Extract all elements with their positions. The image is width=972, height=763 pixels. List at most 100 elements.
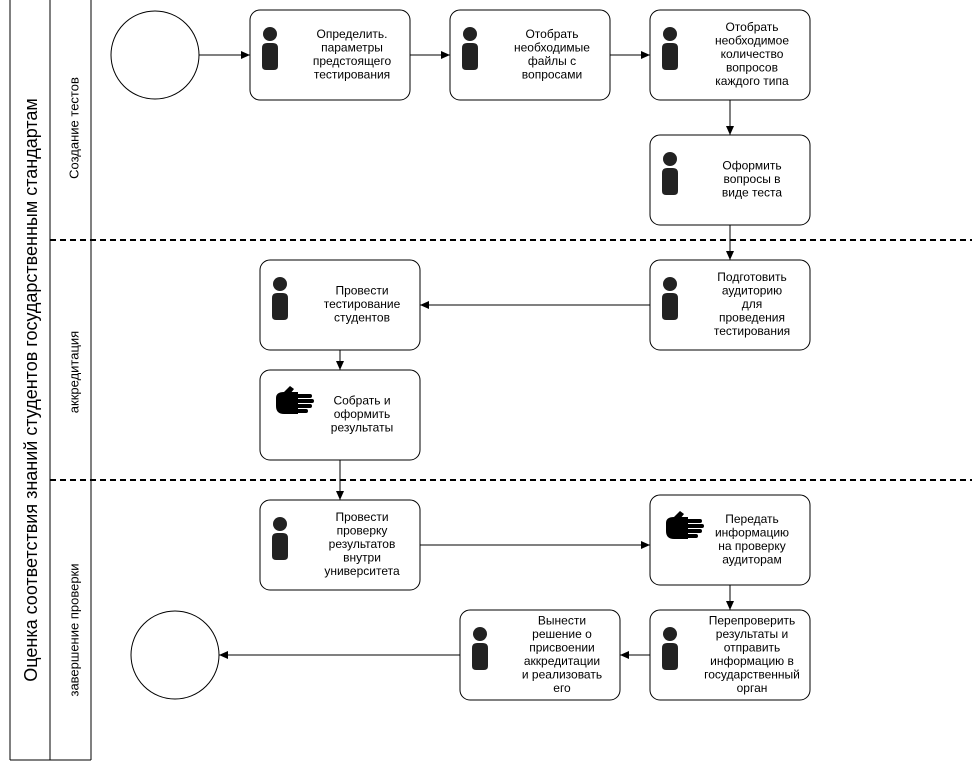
- task-label-line: на проверку: [718, 539, 785, 553]
- task-label-line: тестирования: [714, 324, 790, 338]
- sequence-flows: [199, 51, 734, 659]
- events: [110, 10, 220, 700]
- task-label-line: Вынести: [538, 613, 586, 627]
- task-label-line: необходимые: [514, 40, 590, 54]
- lane-title-accreditation: аккредитация: [66, 331, 81, 413]
- task-box[interactable]: [259, 369, 421, 461]
- task-label-line: университета: [324, 564, 400, 578]
- manual-hand-icon: [666, 511, 704, 539]
- task-label-line: необходимое: [715, 34, 789, 48]
- task-label-line: Провести: [335, 284, 388, 298]
- task-label-line: аккредитации: [524, 654, 600, 668]
- task-label-line: количество: [721, 47, 784, 61]
- start-event[interactable]: [110, 10, 200, 100]
- task-label-line: тестирования: [314, 67, 390, 81]
- user-icon: [272, 517, 288, 560]
- task-label-line: студентов: [334, 311, 390, 325]
- task-label-line: Отобрать: [525, 27, 578, 41]
- task-label-line: и реализовать: [522, 667, 602, 681]
- task-box[interactable]: [649, 609, 811, 701]
- pool-title: Оценка соответствия знаний студентов гос…: [21, 98, 41, 681]
- lane-title-create-tests: Создание тестов: [66, 77, 81, 179]
- user-icon: [472, 627, 488, 670]
- task-box[interactable]: [459, 609, 621, 701]
- task-label-line: его: [553, 681, 571, 695]
- pool: Оценка соответствия знаний студентов гос…: [9, 0, 92, 761]
- user-icon: [262, 27, 278, 70]
- user-icon: [272, 277, 288, 320]
- task-label-line: вопросами: [522, 67, 582, 81]
- task-label-line: каждого типа: [715, 74, 789, 88]
- task-label-line: государственный: [704, 667, 800, 681]
- task-box[interactable]: [649, 494, 811, 586]
- task-label-line: информацию в: [710, 654, 794, 668]
- task-box[interactable]: [259, 259, 421, 351]
- task-label-line: Провести: [335, 510, 388, 524]
- user-icon: [662, 277, 678, 320]
- task-label-line: информацию: [715, 525, 789, 539]
- task-label-line: решение о: [532, 627, 592, 641]
- task-box[interactable]: [649, 9, 811, 101]
- task-box[interactable]: [259, 499, 421, 591]
- task-label-line: аудиторию: [722, 284, 782, 298]
- task-label-line: Оформить: [722, 159, 781, 173]
- task-label-line: Передать: [725, 512, 779, 526]
- task-label-line: результаты: [331, 421, 393, 435]
- task-label-line: предстоящего: [313, 54, 392, 68]
- task-box[interactable]: [449, 9, 611, 101]
- task-label-line: отправить: [724, 640, 781, 654]
- task-label-line: результатов: [329, 537, 396, 551]
- user-icon: [462, 27, 478, 70]
- user-icon: [662, 152, 678, 195]
- task-label-line: Перепроверить: [709, 613, 796, 627]
- task-box[interactable]: [649, 134, 811, 226]
- task-box[interactable]: [249, 9, 411, 101]
- task-label-line: результаты и: [716, 627, 788, 641]
- user-icon: [662, 627, 678, 670]
- task-label-line: тестирование: [324, 297, 401, 311]
- task-label-line: проверку: [337, 524, 388, 538]
- manual-hand-icon: [276, 386, 314, 414]
- task-box[interactable]: [649, 259, 811, 351]
- task-label-line: вопросов: [726, 61, 778, 75]
- task-label-line: файлы с: [528, 54, 576, 68]
- task-label-line: для: [742, 297, 763, 311]
- task-label-line: виде теста: [722, 186, 782, 200]
- lane-title-finish-check: завершение проверки: [66, 563, 81, 696]
- task-label-line: Подготовить: [717, 270, 786, 284]
- task-label-line: вопросы в: [723, 172, 780, 186]
- task-label-line: орган: [737, 681, 768, 695]
- end-event[interactable]: [130, 610, 220, 700]
- task-label-line: присвоении: [529, 640, 595, 654]
- task-label-line: аудиторам: [722, 552, 781, 566]
- task-label-line: Определить.: [317, 27, 388, 41]
- task-label-line: проведения: [719, 311, 785, 325]
- task-label-line: оформить: [334, 407, 391, 421]
- task-label-line: Собрать и: [333, 394, 390, 408]
- task-label-line: параметры: [321, 40, 383, 54]
